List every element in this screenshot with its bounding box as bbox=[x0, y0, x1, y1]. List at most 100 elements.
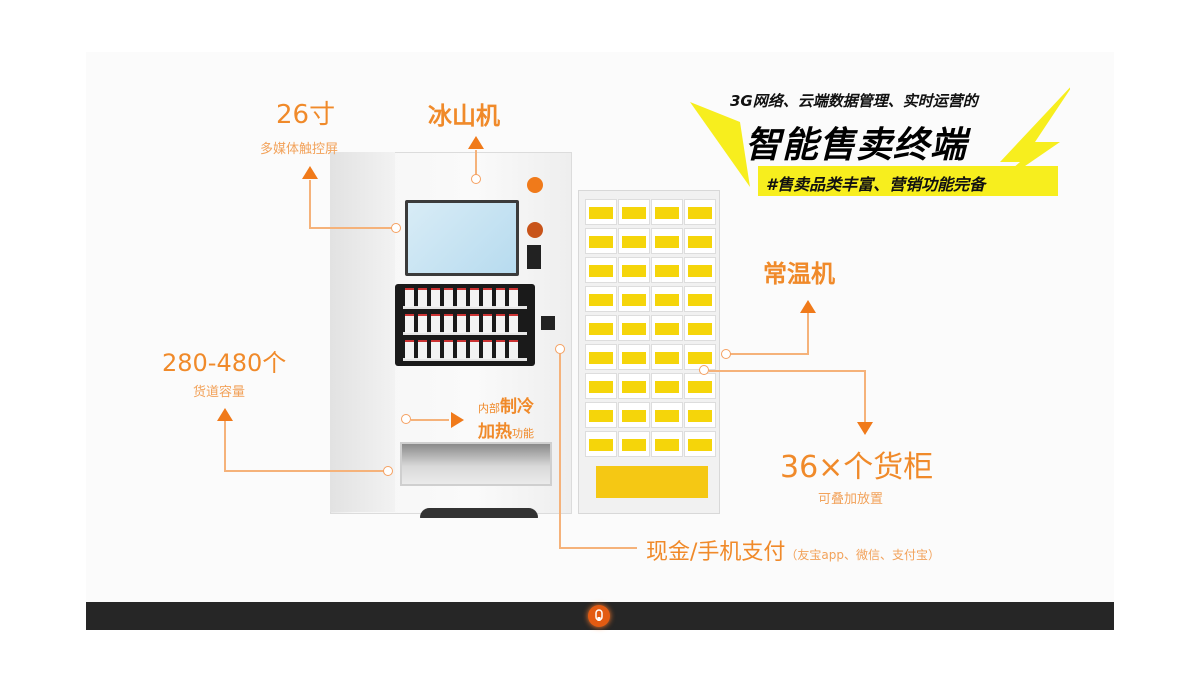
display-product bbox=[496, 314, 505, 333]
display-product bbox=[509, 314, 518, 333]
display-product bbox=[431, 340, 440, 359]
headline-tagline: #售卖品类丰富、营销功能完备 bbox=[758, 166, 1058, 196]
cooling-line1: 制冷 bbox=[500, 397, 534, 417]
display-product bbox=[496, 288, 505, 307]
arrow-up-icon bbox=[468, 136, 484, 149]
display-product bbox=[405, 340, 414, 359]
arrow-up-icon bbox=[217, 408, 233, 421]
display-product bbox=[470, 314, 479, 333]
locker-cell bbox=[651, 257, 683, 283]
locker-cell bbox=[684, 315, 716, 341]
screen-size-sublabel: 多媒体触控屏 bbox=[260, 142, 339, 157]
headline-tagline-text: #售卖品类丰富、营销功能完备 bbox=[766, 175, 986, 194]
display-product bbox=[418, 314, 427, 333]
display-product bbox=[431, 288, 440, 307]
locker-cell bbox=[684, 402, 716, 428]
pickup-port bbox=[400, 442, 552, 486]
display-product bbox=[509, 340, 518, 359]
locker-cell bbox=[618, 402, 650, 428]
lightning-decoration-icon bbox=[690, 87, 1070, 197]
locker-cell bbox=[651, 315, 683, 341]
lockers-sublabel: 可叠加放置 bbox=[818, 492, 884, 507]
display-shelf bbox=[403, 332, 527, 335]
ambient-machine-label: 常温机 bbox=[763, 260, 835, 288]
cooling-suffix: 功能 bbox=[512, 427, 534, 440]
locker-cell bbox=[651, 402, 683, 428]
locker-cell bbox=[618, 431, 650, 457]
payment-detail: （友宝app、微信、支付宝） bbox=[785, 548, 941, 562]
display-product bbox=[444, 340, 453, 359]
locker-cell bbox=[585, 431, 617, 457]
locker-cell bbox=[684, 199, 716, 225]
display-product bbox=[483, 288, 492, 307]
locker-cell bbox=[684, 373, 716, 399]
locker-cell bbox=[651, 199, 683, 225]
cabinet-ad-banner bbox=[596, 466, 708, 498]
lockers-label: 36×个货柜 bbox=[780, 450, 934, 485]
cooling-line2: 加热 bbox=[478, 422, 512, 442]
locker-cell bbox=[618, 199, 650, 225]
capacity-label: 280-480个 bbox=[162, 349, 287, 377]
display-product bbox=[457, 288, 466, 307]
display-shelf bbox=[403, 306, 527, 309]
locker-cell bbox=[651, 228, 683, 254]
card-reader-icon bbox=[527, 245, 541, 269]
arrow-up-icon bbox=[800, 300, 816, 313]
locker-cell bbox=[585, 373, 617, 399]
display-product bbox=[483, 340, 492, 359]
display-product bbox=[483, 314, 492, 333]
locker-cell bbox=[684, 228, 716, 254]
locker-cell bbox=[585, 344, 617, 370]
display-product bbox=[509, 288, 518, 307]
arrow-up-icon bbox=[302, 166, 318, 179]
headline-title: 智能售卖终端 bbox=[745, 125, 968, 166]
display-shelf bbox=[403, 358, 527, 361]
locker-cell bbox=[684, 257, 716, 283]
bottom-vent bbox=[420, 508, 538, 518]
display-product bbox=[405, 288, 414, 307]
locker-cell bbox=[651, 431, 683, 457]
display-product bbox=[418, 288, 427, 307]
locker-cell bbox=[585, 402, 617, 428]
headline: 3G网络、云端数据管理、实时运营的 智能售卖终端 #售卖品类丰富、营销功能完备 bbox=[690, 82, 1070, 202]
locker-cell bbox=[585, 315, 617, 341]
locker-cell bbox=[684, 431, 716, 457]
ice-machine-label: 冰山机 bbox=[428, 102, 500, 130]
locker-cell bbox=[585, 257, 617, 283]
locker-cell bbox=[651, 344, 683, 370]
locker-cell bbox=[651, 373, 683, 399]
locker-cell bbox=[618, 257, 650, 283]
hand-pointer-button[interactable] bbox=[588, 605, 610, 627]
hand-pointer-icon bbox=[595, 609, 603, 621]
display-product bbox=[457, 340, 466, 359]
screen-size-label: 26寸 bbox=[276, 100, 336, 130]
cooling-prefix: 内部 bbox=[478, 402, 500, 415]
product-display-window bbox=[395, 284, 535, 366]
display-product bbox=[444, 288, 453, 307]
payment-title: 现金/手机支付 bbox=[646, 540, 786, 565]
brand-logo-icon bbox=[527, 177, 543, 193]
capacity-sublabel: 货道容量 bbox=[193, 385, 246, 400]
display-product bbox=[470, 340, 479, 359]
locker-cabinet bbox=[578, 190, 720, 514]
locker-cell bbox=[585, 286, 617, 312]
arrow-right-icon bbox=[451, 412, 464, 428]
locker-cell bbox=[618, 315, 650, 341]
machine-side-panel bbox=[330, 152, 395, 512]
display-product bbox=[457, 314, 466, 333]
cooling-heating-label: 内部制冷 加热功能 bbox=[478, 392, 534, 442]
display-product bbox=[431, 314, 440, 333]
locker-cell bbox=[585, 228, 617, 254]
locker-cell bbox=[618, 286, 650, 312]
locker-cell bbox=[585, 199, 617, 225]
coin-slot-icon bbox=[527, 222, 543, 238]
payment-label: 现金/手机支付（友宝app、微信、支付宝） bbox=[646, 534, 940, 566]
locker-cell bbox=[618, 373, 650, 399]
display-product bbox=[496, 340, 505, 359]
display-product bbox=[444, 314, 453, 333]
headline-subtitle: 3G网络、云端数据管理、实时运营的 bbox=[730, 92, 978, 110]
display-product bbox=[470, 288, 479, 307]
touch-screen bbox=[405, 200, 519, 276]
arrow-down-icon bbox=[857, 422, 873, 435]
locker-cell bbox=[618, 344, 650, 370]
